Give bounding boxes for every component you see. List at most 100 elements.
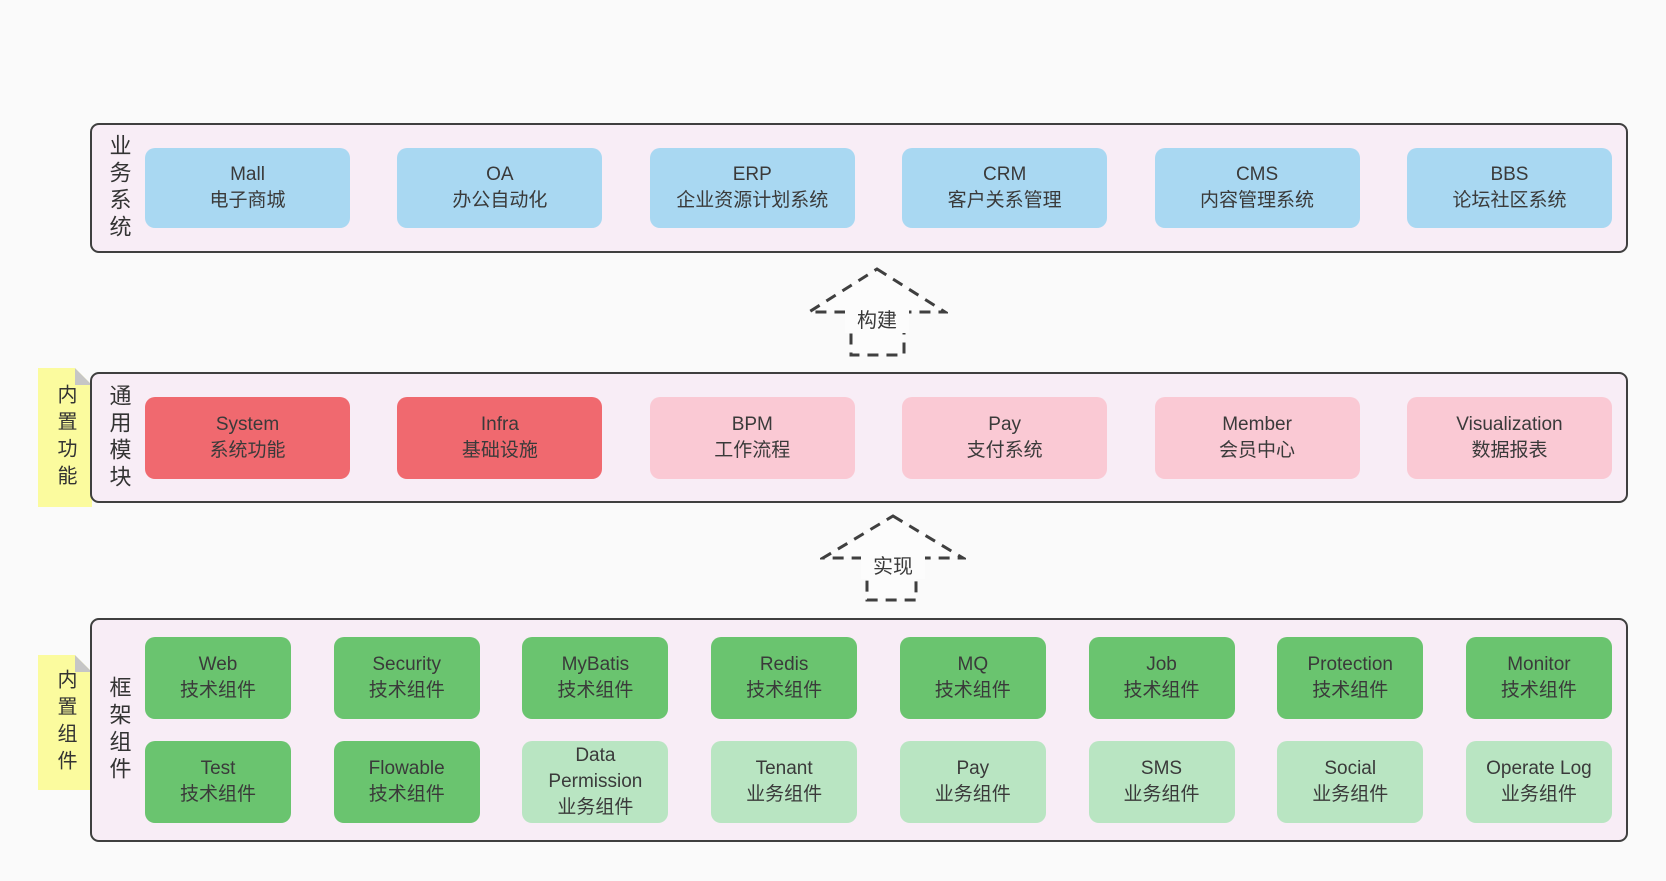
- box-title: Monitor: [1507, 654, 1571, 675]
- box-security: Security 技术组件: [333, 637, 480, 719]
- sticky-note-built-in-components: 内置组件: [38, 655, 92, 790]
- box-subtitle: 工作流程: [714, 439, 791, 461]
- box-web: Web 技术组件: [145, 637, 291, 719]
- box-subtitle: 基础设施: [461, 439, 538, 461]
- layer-framework-components: 框架组件 Web 技术组件 Security 技术组件 MyBatis 技术组件…: [90, 618, 1628, 842]
- box-tenant: Tenant 业务组件: [711, 741, 858, 823]
- box-subtitle: 技术组件: [1123, 680, 1200, 701]
- framework-components-row-1: Web 技术组件 Security 技术组件 MyBatis 技术组件 Redi…: [145, 637, 1612, 719]
- layer-label-business-systems: 业务系统: [92, 125, 145, 251]
- box-title: BPM: [731, 413, 773, 435]
- box-subtitle: 技术组件: [1500, 680, 1577, 701]
- box-subtitle: 技术组件: [1312, 680, 1389, 701]
- box-title: Tenant: [755, 758, 813, 779]
- box-subtitle: 业务组件: [934, 784, 1011, 805]
- box-subtitle: 电子商城: [209, 190, 286, 211]
- box-subtitle: 技术组件: [368, 784, 445, 805]
- box-title: CRM: [983, 164, 1027, 185]
- common-modules-boxes: System 系统功能 Infra 基础设施 BPM 工作流程 Pay 支付系统…: [145, 374, 1626, 501]
- box-monitor: Monitor 技术组件: [1465, 637, 1612, 719]
- sticky-note-label: 内置功能: [54, 383, 76, 492]
- box-mall: Mall 电子商城: [145, 148, 350, 228]
- box-title: Member: [1222, 413, 1292, 435]
- box-subtitle: 技术组件: [934, 680, 1011, 701]
- box-social: Social 业务组件: [1277, 741, 1424, 823]
- layer-business-systems: 业务系统 Mall 电子商城 OA 办公自动化 ERP 企业资源计划系统 CRM…: [90, 123, 1628, 253]
- box-title: Job: [1146, 654, 1177, 675]
- box-sms: SMS 业务组件: [1088, 741, 1235, 823]
- box-bpm: BPM 工作流程: [649, 396, 855, 479]
- box-data-permission: Data Permission 业务组件: [522, 741, 669, 823]
- layer-common-modules: 通用模块 System 系统功能 Infra 基础设施 BPM 工作流程 Pay…: [90, 372, 1628, 503]
- layer-label-text: 通用模块: [106, 383, 132, 492]
- box-title: Social: [1324, 758, 1377, 779]
- box-subtitle: 业务组件: [746, 784, 823, 805]
- box-title: Security: [372, 654, 442, 675]
- box-operate-log: Operate Log 业务组件: [1465, 741, 1612, 823]
- box-title: CMS: [1235, 164, 1279, 185]
- box-subtitle: 论坛社区系统: [1452, 190, 1567, 211]
- box-title: MQ: [957, 654, 989, 675]
- box-title: Protection: [1307, 654, 1393, 675]
- box-title: Operate Log: [1486, 758, 1592, 779]
- box-subtitle: 技术组件: [179, 784, 256, 805]
- box-system: System 系统功能: [145, 396, 350, 479]
- layer-label-framework-components: 框架组件: [92, 620, 145, 840]
- box-mq: MQ 技术组件: [899, 637, 1046, 719]
- box-title: Pay: [956, 758, 990, 779]
- box-subtitle: 内容管理系统: [1200, 190, 1315, 211]
- layer-label-common-modules: 通用模块: [92, 374, 145, 501]
- box-title: Test: [200, 758, 236, 779]
- box-job: Job 技术组件: [1088, 637, 1235, 719]
- framework-components-boxes: Web 技术组件 Security 技术组件 MyBatis 技术组件 Redi…: [145, 620, 1626, 840]
- box-subtitle: 企业资源计划系统: [676, 190, 829, 211]
- box-title: OA: [486, 164, 514, 185]
- box-subtitle: 技术组件: [368, 680, 445, 701]
- box-title: System: [215, 413, 280, 435]
- box-oa: OA 办公自动化: [397, 148, 603, 228]
- box-title: Flowable: [368, 758, 445, 779]
- business-systems-boxes: Mall 电子商城 OA 办公自动化 ERP 企业资源计划系统 CRM 客户关系…: [145, 125, 1626, 251]
- box-title: Infra: [480, 413, 519, 435]
- sticky-note-built-in-features: 内置功能: [38, 368, 92, 507]
- box-title: Mall: [230, 164, 265, 185]
- box-title: Web: [198, 654, 238, 675]
- box-title: Data Permission: [548, 745, 643, 792]
- box-pay-component: Pay 业务组件: [899, 741, 1046, 823]
- box-subtitle: 数据报表: [1471, 439, 1548, 461]
- box-bbs: BBS 论坛社区系统: [1406, 148, 1612, 228]
- box-subtitle: 办公自动化: [452, 190, 548, 211]
- box-subtitle: 支付系统: [966, 439, 1043, 461]
- box-subtitle: 业务组件: [1123, 784, 1200, 805]
- box-subtitle: 会员中心: [1219, 439, 1296, 461]
- box-subtitle: 技术组件: [557, 680, 634, 701]
- box-infra: Infra 基础设施: [397, 396, 603, 479]
- box-title: BBS: [1490, 164, 1529, 185]
- box-visualization: Visualization 数据报表: [1406, 396, 1612, 479]
- arrow-implement-label: 实现: [861, 555, 925, 579]
- framework-components-row-2: Test 技术组件 Flowable 技术组件 Data Permission …: [145, 741, 1612, 823]
- box-subtitle: 技术组件: [179, 680, 256, 701]
- box-subtitle: 技术组件: [746, 680, 823, 701]
- box-subtitle: 业务组件: [1500, 784, 1577, 805]
- box-member: Member 会员中心: [1154, 396, 1360, 479]
- box-mybatis: MyBatis 技术组件: [522, 637, 669, 719]
- box-subtitle: 业务组件: [1312, 784, 1389, 805]
- box-pay: Pay 支付系统: [902, 396, 1108, 479]
- box-erp: ERP 企业资源计划系统: [649, 148, 855, 228]
- box-title: ERP: [732, 164, 772, 185]
- box-subtitle: 客户关系管理: [947, 190, 1062, 211]
- box-cms: CMS 内容管理系统: [1154, 148, 1360, 228]
- arrow-build-label: 构建: [845, 309, 909, 333]
- layer-label-text: 框架组件: [106, 676, 132, 784]
- folded-corner-icon: [75, 655, 92, 672]
- folded-corner-icon: [75, 368, 92, 385]
- layer-label-text: 业务系统: [106, 134, 132, 242]
- box-title: Pay: [988, 413, 1022, 435]
- box-protection: Protection 技术组件: [1277, 637, 1424, 719]
- box-title: MyBatis: [561, 654, 630, 675]
- box-flowable: Flowable 技术组件: [333, 741, 480, 823]
- box-title: Visualization: [1456, 413, 1563, 435]
- box-title: SMS: [1140, 758, 1183, 779]
- box-subtitle: 业务组件: [557, 797, 634, 818]
